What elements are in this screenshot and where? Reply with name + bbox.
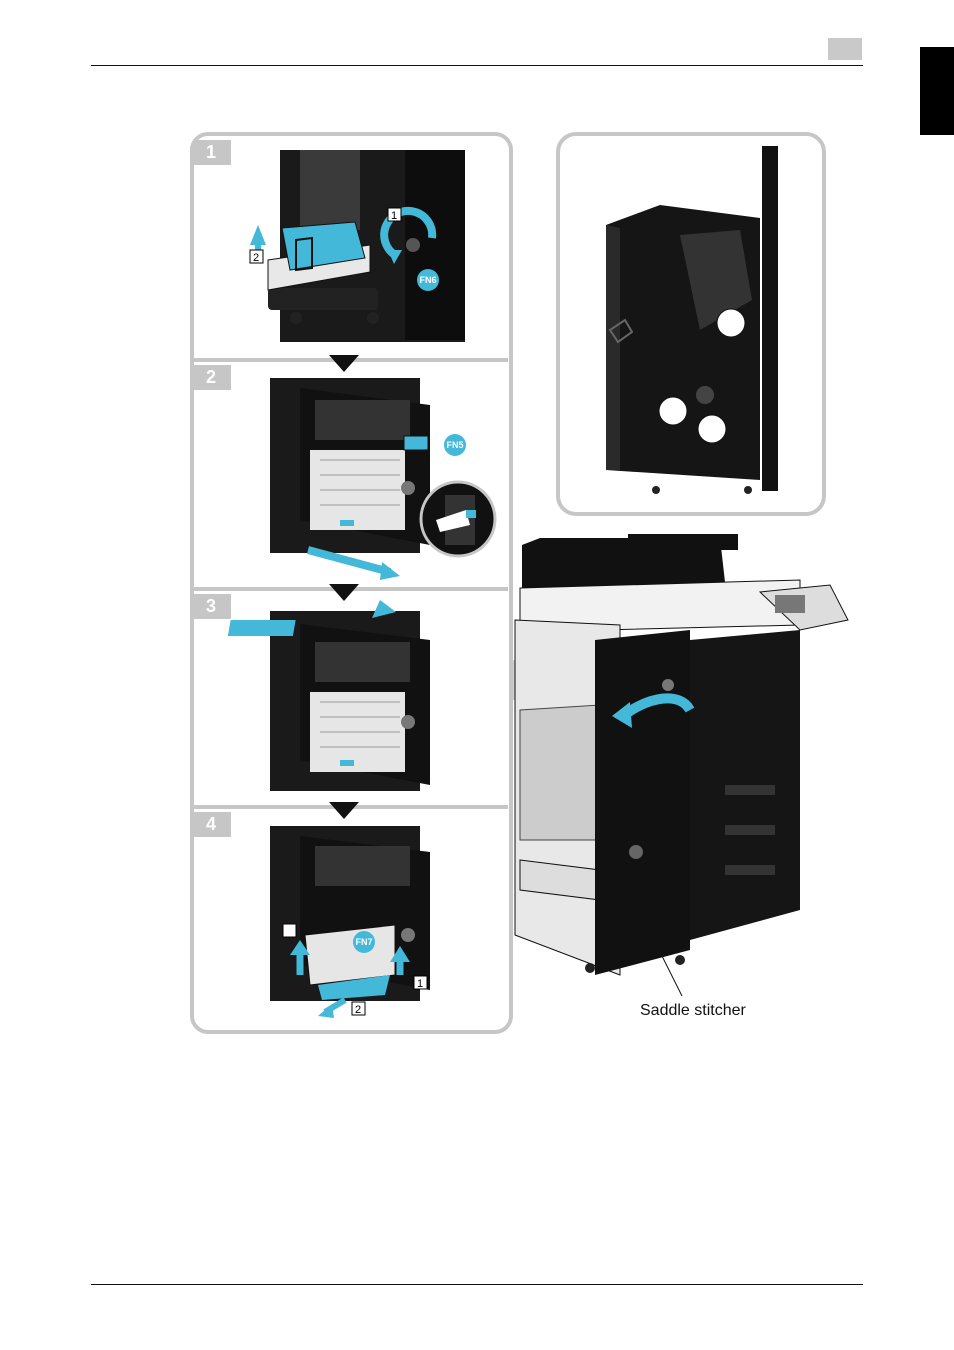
fn5-label: FN5 xyxy=(446,440,463,450)
step-arrow-3 xyxy=(329,802,359,819)
step-4-callout-1: 1 xyxy=(417,978,423,990)
step-arrow-1 xyxy=(329,355,359,372)
footer-rule xyxy=(91,1284,863,1285)
machine-illustration xyxy=(515,534,848,996)
step-1-illustration: FN6 1 2 xyxy=(250,150,465,342)
step-3-illustration xyxy=(228,600,430,791)
fn6-label: FN6 xyxy=(419,275,436,285)
saddle-stitcher-caption: Saddle stitcher xyxy=(640,1002,746,1020)
step-2-illustration: FN5 xyxy=(270,378,495,580)
step-1-callout-2: 2 xyxy=(253,252,259,264)
step-4-illustration: FN7 1 2 xyxy=(270,826,430,1018)
step-1-callout-1: 1 xyxy=(391,210,397,222)
fn7-label: FN7 xyxy=(355,937,372,947)
step-4-callout-2: 2 xyxy=(355,1004,361,1016)
step-arrow-2 xyxy=(329,584,359,601)
